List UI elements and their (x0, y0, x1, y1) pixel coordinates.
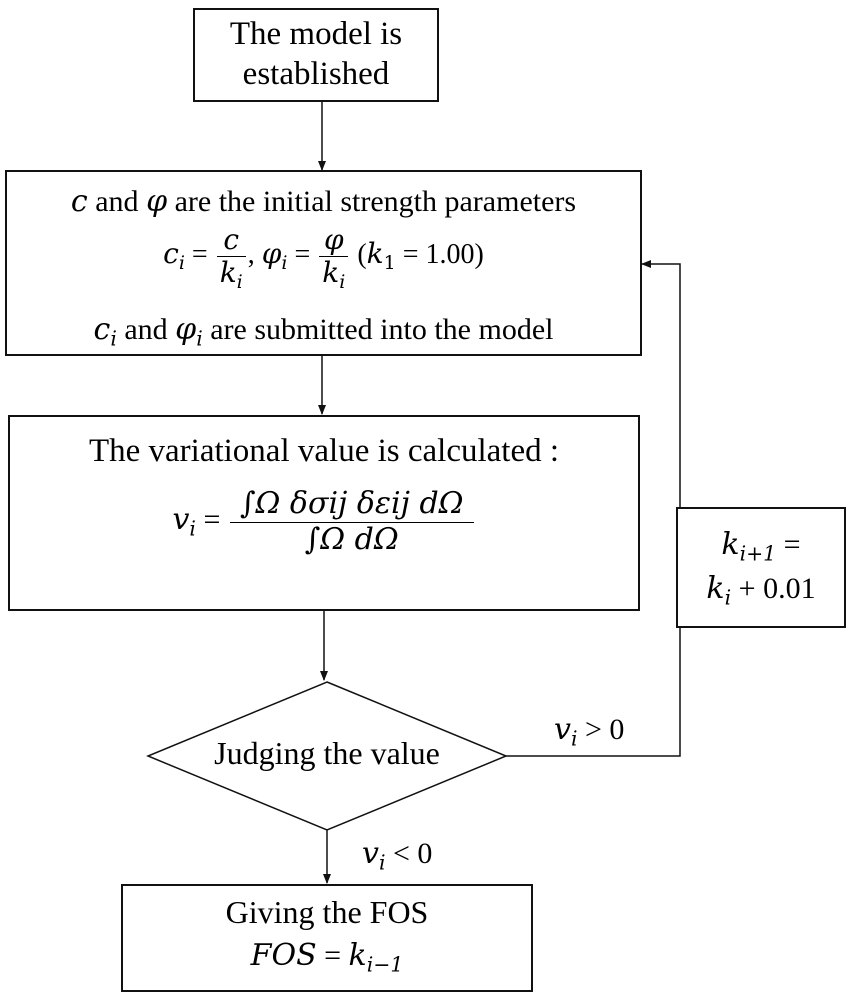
decision-diamond (146, 681, 508, 831)
start-box-line2: established (242, 56, 390, 92)
increment-box: ki+1 = ki + 0.01 (676, 507, 846, 628)
start-box: The model is established (193, 8, 439, 102)
params-and-text: and (95, 185, 139, 218)
fos-formula: FOS = ki−1 (250, 938, 404, 977)
reduction-formula: ci = c ki , φi = φ ki (k1 = 1.00) (163, 223, 484, 294)
fos-result-box: Giving the FOS FOS = ki−1 (121, 884, 533, 992)
yes-branch-label: vi > 0 (554, 712, 625, 751)
vi-symbol: vi (172, 501, 196, 541)
increment-line2: ki + 0.01 (706, 571, 816, 610)
increment-line1: ki+1 = (721, 527, 801, 566)
increment-step: 0.01 (763, 572, 816, 605)
phi-over-ki-fraction: φ ki (319, 223, 349, 292)
variational-formula: vi = ∫Ω δσij δεij dΩ ∫Ω dΩ (10, 486, 638, 557)
params-line3: ci and φi are submitted into the model (93, 312, 554, 351)
variational-value-box: The variational value is calculated : vi… (8, 415, 640, 611)
k1-symbol: k1 (366, 237, 396, 275)
ci-symbol: ci (163, 237, 185, 275)
variational-numerator: ∫Ω δσij δεij dΩ (229, 486, 474, 523)
k1-value: 1.00 (425, 239, 475, 271)
params-line1: c and φ are the initial strength paramet… (7, 184, 640, 219)
variational-title: The variational value is calculated : (88, 433, 560, 469)
fos-title: Giving the FOS (225, 894, 429, 930)
c-over-ki-fraction: c ki (216, 223, 246, 292)
symbol-phi: φ (146, 184, 168, 219)
decision-label: Judging the value (214, 735, 440, 771)
variational-denominator: ∫Ω dΩ (304, 521, 399, 557)
params-line1-rest: are the initial strength parameters (174, 185, 577, 218)
variational-fraction: ∫Ω δσij δεij dΩ ∫Ω dΩ (229, 486, 474, 557)
strength-parameters-box: c and φ are the initial strength paramet… (5, 170, 642, 356)
start-box-line1: The model is (229, 16, 403, 52)
params-line3-rest: are submitted into the model (210, 313, 554, 346)
no-branch-label: vi < 0 (362, 836, 433, 875)
phii-symbol: φi (261, 237, 288, 275)
symbol-c: c (70, 184, 88, 219)
